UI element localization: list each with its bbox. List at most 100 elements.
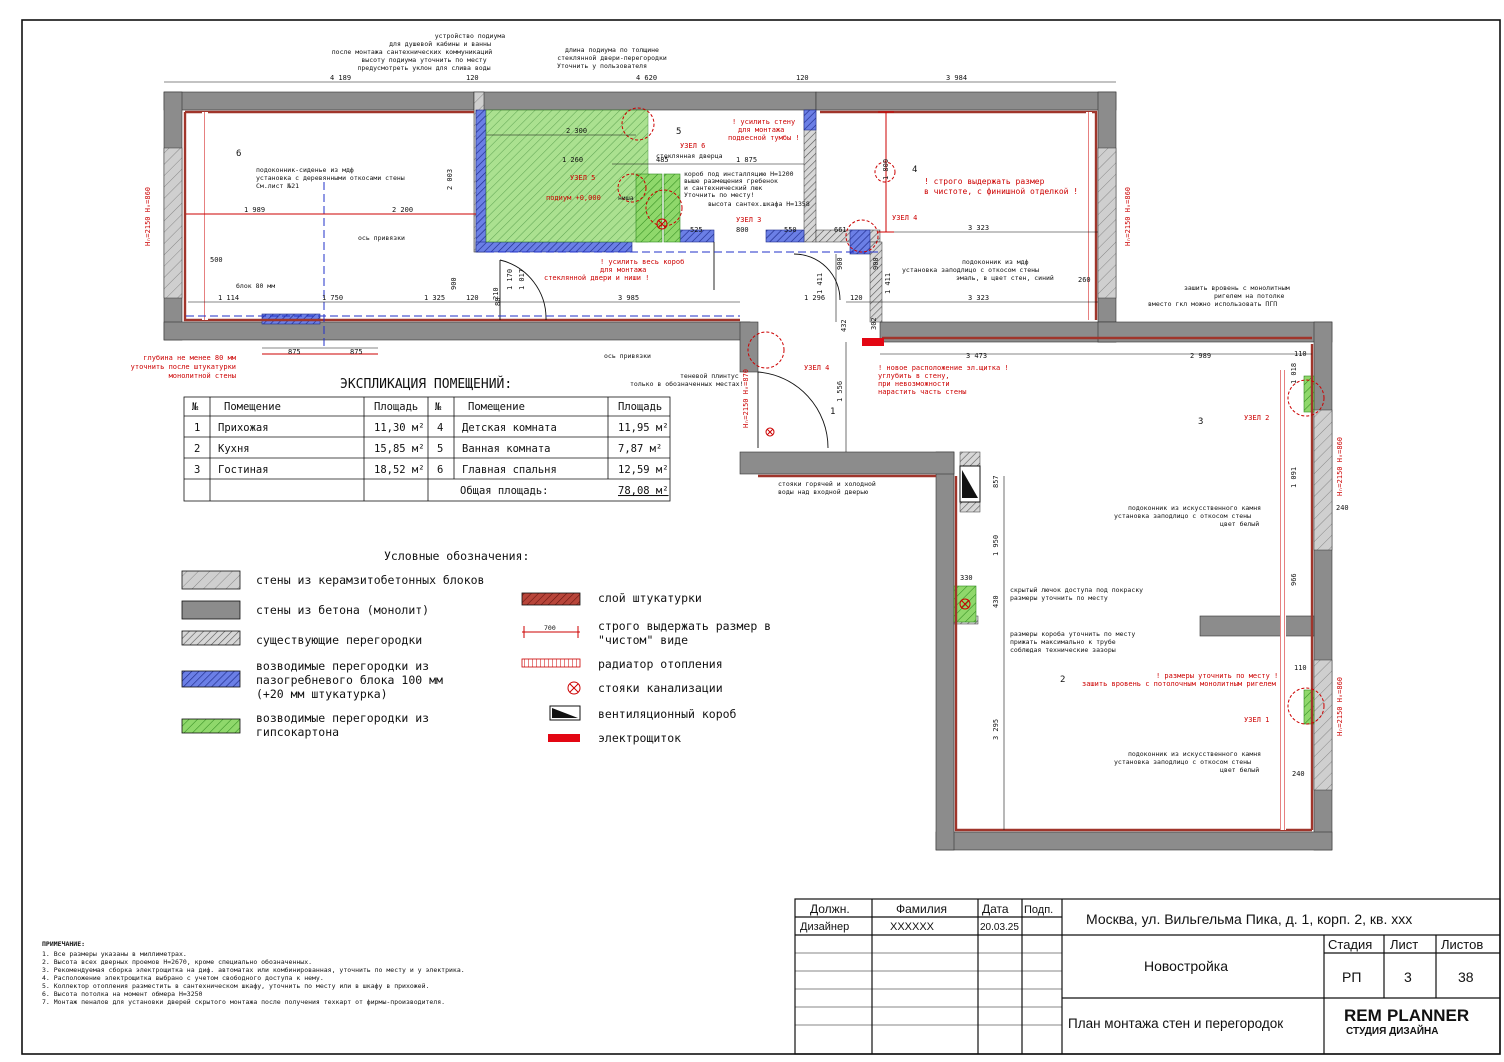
- window-heights: Hₙ=2150 Hᵥ=860 Hₙ=2150 Hᵥ=860 Hₙ=2150 Hᵥ…: [144, 187, 1344, 736]
- remplanner-logo: REM PLANNER СТУДИЯ ДИЗАЙНА: [1344, 1006, 1469, 1037]
- svg-text:Hₙ=2150 Hᵥ=860: Hₙ=2150 Hᵥ=860: [1336, 437, 1344, 496]
- svg-text:Площадь: Площадь: [618, 401, 662, 413]
- svg-text:гипсокартона: гипсокартона: [256, 725, 339, 739]
- svg-text:Помещение: Помещение: [468, 401, 525, 413]
- svg-text:! размеры уточнить по месту !: ! размеры уточнить по месту !: [1156, 672, 1278, 680]
- svg-text:120: 120: [850, 294, 863, 302]
- svg-text:после монтажа сантехнических к: после монтажа сантехнических коммуникаци…: [332, 48, 493, 56]
- svg-text:Москва, ул. Вильгельма Пика, д: Москва, ул. Вильгельма Пика, д. 1, корп.…: [1086, 911, 1412, 927]
- svg-text:3 473: 3 473: [966, 352, 987, 360]
- doors: [499, 242, 841, 449]
- svg-text:УЗЕЛ 6: УЗЕЛ 6: [680, 142, 705, 150]
- svg-text:Детская комната: Детская комната: [462, 422, 557, 434]
- svg-text:38: 38: [1458, 969, 1474, 985]
- svg-text:№: №: [192, 401, 199, 413]
- svg-text:Hₙ=2150 Hᵥ=860: Hₙ=2150 Hᵥ=860: [1336, 677, 1344, 736]
- svg-text:3 984: 3 984: [946, 74, 967, 82]
- svg-text:4 620: 4 620: [636, 74, 657, 82]
- svg-text:стеклянная дверца: стеклянная дверца: [656, 152, 723, 160]
- svg-text:подвесной тумбы !: подвесной тумбы !: [728, 134, 800, 142]
- svg-text:электрощиток: электрощиток: [598, 731, 681, 745]
- svg-text:Главная спальня: Главная спальня: [462, 464, 557, 476]
- sewer-riser-icons: [656, 218, 971, 610]
- svg-text:875: 875: [288, 348, 301, 356]
- svg-text:установка заподлицо с откосом: установка заподлицо с откосом стены: [1114, 512, 1251, 520]
- svg-text:900: 900: [872, 257, 880, 270]
- svg-text:Дизайнер: Дизайнер: [800, 921, 849, 933]
- svg-text:стеклянной двери-перегородки: стеклянной двери-перегородки: [557, 54, 667, 62]
- svg-text:монолитной стены: монолитной стены: [169, 372, 236, 380]
- svg-text:120: 120: [466, 294, 479, 302]
- svg-text:выше размещения гребенок: выше размещения гребенок: [684, 177, 778, 185]
- svg-text:4: 4: [437, 422, 443, 434]
- axis-lines: [186, 182, 880, 346]
- svg-text:1. Все размеры указаны в милли: 1. Все размеры указаны в миллиметрах.: [42, 950, 187, 958]
- svg-text:цвет белый: цвет белый: [1220, 766, 1259, 774]
- svg-text:при невозможности: при невозможности: [878, 380, 950, 388]
- svg-text:3 323: 3 323: [968, 294, 989, 302]
- svg-text:1 800: 1 800: [882, 159, 890, 180]
- notes: ПРИМЕЧАНИЕ: 1. Все размеры указаны в мил…: [42, 940, 465, 1006]
- svg-text:пазогребневого блока 100 мм: пазогребневого блока 100 мм: [256, 673, 443, 687]
- svg-text:4: 4: [912, 165, 917, 175]
- svg-text:875: 875: [350, 348, 363, 356]
- svg-text:Ванная комната: Ванная комната: [462, 443, 551, 455]
- electrical-panel: [862, 338, 884, 346]
- svg-text:15,85 м²: 15,85 м²: [374, 443, 425, 455]
- svg-text:УЗЕЛ 2: УЗЕЛ 2: [1244, 414, 1269, 422]
- svg-text:550: 550: [784, 226, 797, 234]
- svg-text:подоконник-сиденье из мдф: подоконник-сиденье из мдф: [256, 166, 354, 174]
- vent-box-icon: [959, 465, 981, 503]
- svg-text:Новостройка: Новостройка: [1144, 958, 1228, 974]
- svg-text:в чистоте, с финишной отделкой: в чистоте, с финишной отделкой !: [924, 187, 1078, 196]
- plaster-layers: [183, 110, 1314, 832]
- svg-text:Помещение: Помещение: [224, 401, 281, 413]
- svg-text:210: 210: [492, 287, 500, 300]
- svg-text:900: 900: [836, 257, 844, 270]
- svg-text:подоконник из искусственного к: подоконник из искусственного камня: [1128, 750, 1261, 758]
- svg-text:18,52 м²: 18,52 м²: [374, 464, 425, 476]
- svg-text:УЗЕЛ 4: УЗЕЛ 4: [892, 214, 917, 222]
- svg-text:зашить вровень с монолитным: зашить вровень с монолитным: [1184, 284, 1290, 292]
- svg-text:11,30 м²: 11,30 м²: [374, 422, 425, 434]
- sheet-frame: [21, 19, 1501, 1055]
- svg-text:установка с деревянными откоса: установка с деревянными откосами стены: [256, 174, 405, 182]
- dimension-labels: 4 189 120 4 620 120 3 984 1 989 2 200 2 …: [210, 74, 1349, 778]
- svg-text:стены из керамзитобетонных бло: стены из керамзитобетонных блоков: [256, 573, 484, 587]
- svg-text:подоконник из мдф: подоконник из мдф: [962, 258, 1029, 266]
- svg-text:432: 432: [840, 319, 848, 332]
- svg-text:6: 6: [437, 464, 443, 476]
- svg-text:1 875: 1 875: [736, 156, 757, 164]
- svg-text:260: 260: [1078, 276, 1091, 284]
- svg-text:стены из бетона (монолит): стены из бетона (монолит): [256, 603, 429, 617]
- svg-text:525: 525: [690, 226, 703, 234]
- svg-text:№: №: [435, 401, 442, 413]
- svg-text:3 295: 3 295: [992, 719, 1000, 740]
- svg-text:См.лист №21: См.лист №21: [256, 182, 299, 190]
- svg-text:План монтажа стен и перегородо: План монтажа стен и перегородок: [1068, 1016, 1283, 1031]
- svg-text:3: 3: [194, 464, 200, 476]
- svg-text:330: 330: [960, 574, 973, 582]
- svg-text:7,87 м²: 7,87 м²: [618, 443, 662, 455]
- svg-text:для душевой кабины и ванны: для душевой кабины и ванны: [389, 40, 491, 48]
- svg-text:теневой плинтус: теневой плинтус: [680, 372, 739, 380]
- svg-text:2: 2: [1060, 675, 1065, 685]
- svg-text:3. Рекомендуемая сборка электр: 3. Рекомендуемая сборка электрощитка на …: [42, 966, 465, 974]
- top-notes: устройство подиума для душевой кабины и …: [332, 32, 667, 72]
- svg-text:20.03.25: 20.03.25: [980, 922, 1019, 933]
- svg-text:88: 88: [494, 298, 502, 306]
- svg-text:1 091: 1 091: [1290, 467, 1298, 488]
- svg-text:Фамилия: Фамилия: [896, 902, 947, 916]
- svg-text:1: 1: [830, 407, 835, 417]
- vent-legend-icon: [549, 705, 581, 721]
- svg-text:4 189: 4 189: [330, 74, 351, 82]
- svg-text:4. Расположение электрощитка в: 4. Расположение электрощитка выбрано с у…: [42, 974, 324, 982]
- walls: [163, 91, 1333, 851]
- svg-text:857: 857: [992, 475, 1000, 488]
- svg-text:ниша: ниша: [618, 194, 634, 202]
- svg-text:подиум +0,000: подиум +0,000: [546, 194, 601, 202]
- plan-notes: подоконник-сиденье из мдф установка с де…: [131, 118, 1290, 774]
- svg-text:только в обозначенных местах!: только в обозначенных местах!: [630, 380, 744, 388]
- title-block: Должн. Фамилия Дата Подп. Дизайнер XXXXX…: [794, 898, 1501, 1055]
